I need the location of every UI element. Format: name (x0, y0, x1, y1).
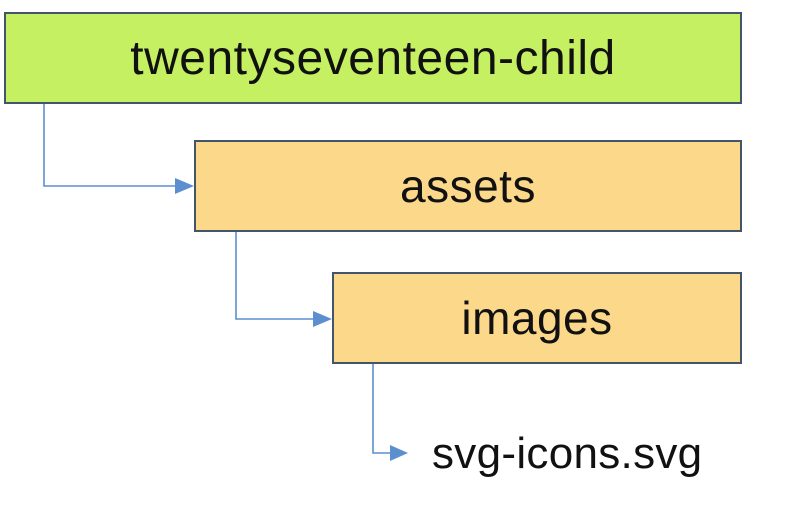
folder-label-assets: assets (400, 160, 536, 212)
folder-node-images: images (332, 272, 742, 364)
folder-node-assets: assets (194, 140, 742, 232)
file-node-svg-icons: svg-icons.svg (432, 429, 703, 478)
folder-label-root: twentyseventeen-child (130, 31, 616, 85)
connector-images-to-file (372, 364, 408, 461)
folder-node-root: twentyseventeen-child (4, 12, 742, 104)
connector-root-to-assets (43, 104, 194, 194)
folder-label-images: images (461, 292, 613, 344)
connector-assets-to-images (235, 232, 332, 327)
